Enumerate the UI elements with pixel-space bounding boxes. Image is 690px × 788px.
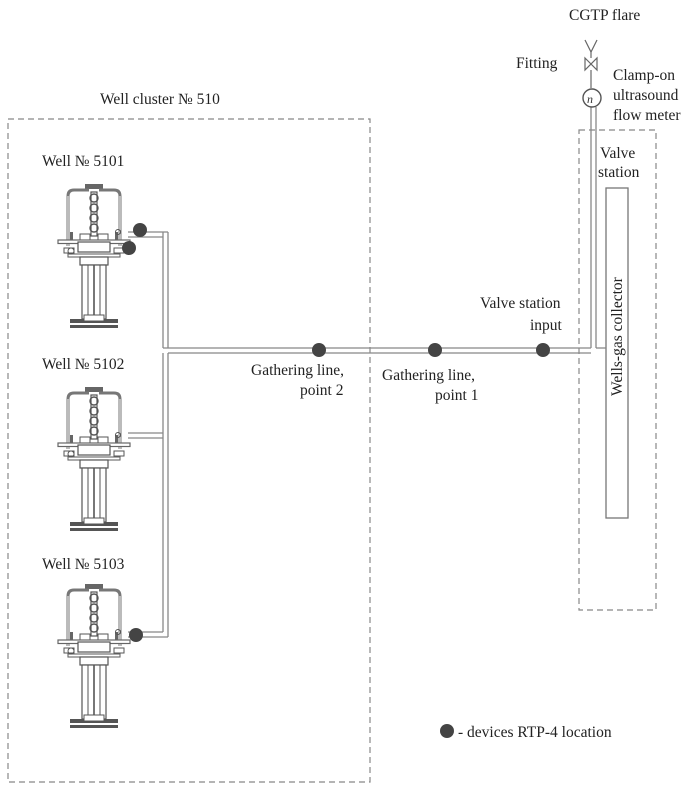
legend-device-icon (440, 724, 454, 738)
flare-label: CGTP flare (569, 7, 640, 24)
gathering-point-2-label-2: point 2 (300, 382, 344, 399)
flow-meter-label-2: ultrasound (613, 87, 679, 104)
legend-label: - devices RTP-4 location (458, 724, 612, 741)
device-well-5101-b (122, 241, 136, 255)
valve-station-input-label-2: input (530, 317, 563, 334)
gathering-point-2-label-1: Gathering line, (251, 362, 344, 379)
flow-meter-label-3: flow meter (613, 107, 681, 124)
valve-station-label-2: station (598, 164, 640, 181)
well-5102-label: Well № 5102 (42, 356, 124, 373)
gathering-point-1-label-2: point 1 (435, 387, 479, 404)
well-cluster-title: Well cluster № 510 (100, 91, 220, 108)
device-well-5103 (129, 628, 143, 642)
flow-meter-symbol: n (587, 92, 593, 106)
fitting-label: Fitting (516, 55, 558, 72)
device-well-5101-a (133, 223, 147, 237)
valve-station-frame (578, 129, 657, 611)
flow-meter-label-1: Clamp-on (613, 67, 675, 84)
wells-gas-collector-label: Wells-gas collector (609, 276, 626, 396)
device-gathering-point-2 (312, 343, 326, 357)
fitting-valve-icon (584, 56, 598, 72)
well-5102-icon (56, 385, 132, 533)
wells-gas-collector (605, 187, 629, 519)
valve-station-label-1: Valve (600, 145, 635, 162)
well-5103-label: Well № 5103 (42, 556, 125, 573)
valve-station-input-label-1: Valve station (480, 295, 561, 312)
flare-tip (584, 39, 598, 54)
well-5101-label: Well № 5101 (42, 153, 124, 170)
device-gathering-point-1 (428, 343, 442, 357)
well-cluster-frame (7, 118, 371, 783)
gathering-point-1-label-1: Gathering line, (382, 367, 475, 384)
flow-meter-icon (582, 88, 602, 108)
well-5103-icon (56, 582, 132, 730)
well-5101-icon (56, 182, 132, 330)
device-valve-station-input (536, 343, 550, 357)
